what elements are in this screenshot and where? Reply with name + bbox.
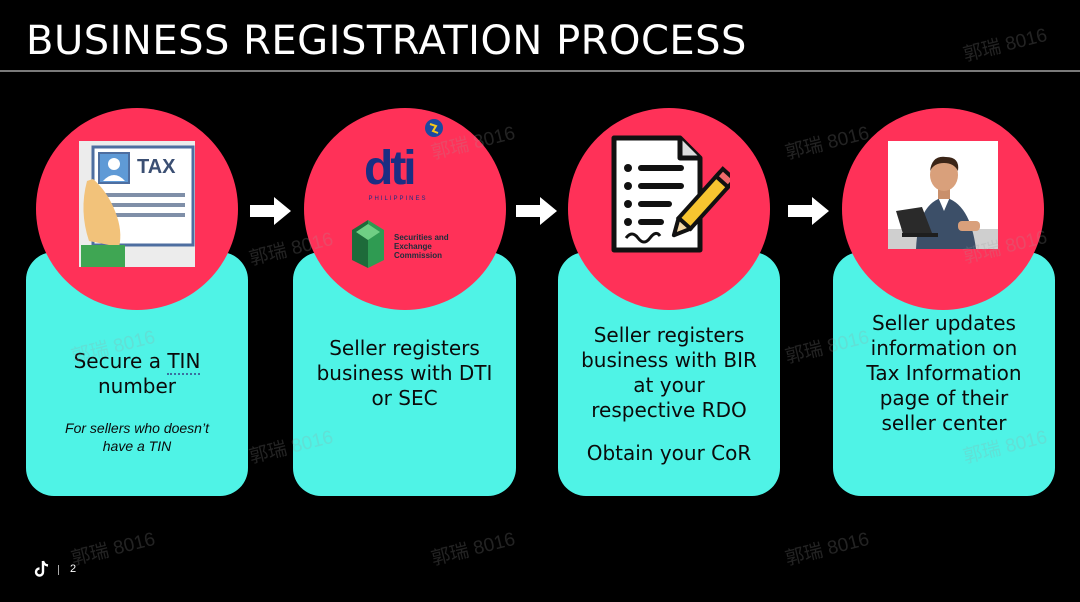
sec-line-1: Securities and (394, 233, 449, 242)
tiktok-logo-icon (34, 560, 49, 577)
sec-line-3: Commission (394, 251, 442, 260)
arrow-right-icon (788, 197, 829, 225)
page-title: BUSINESS REGISTRATION PROCESS (26, 18, 747, 64)
tax-id-card-icon: TAX (79, 141, 195, 267)
arrow-right-icon (516, 197, 557, 225)
person-laptop-icon (888, 141, 998, 249)
tax-label: TAX (137, 156, 176, 178)
dti-logo: dti (364, 142, 414, 195)
sec-line-2: Exchange (394, 242, 432, 251)
title-divider (0, 70, 1080, 72)
watermark: 郭瑞 8016 (69, 528, 158, 570)
dti-sec-logos-icon: dti PHILIPPINES Securities and Exchange … (346, 118, 456, 268)
document-pencil-icon (608, 134, 738, 254)
watermark: 郭瑞 8016 (783, 528, 872, 570)
step-2-circle (304, 108, 506, 310)
dti-subtitle: PHILIPPINES (368, 196, 427, 202)
step-3-extra: Obtain your CoR (586, 441, 752, 465)
tin-term: TIN (167, 349, 201, 375)
page-number: 2 (70, 563, 77, 575)
watermark: 郭瑞 8016 (429, 528, 518, 570)
footer-divider (58, 565, 59, 575)
watermark: 郭瑞 8016 (961, 24, 1050, 66)
arrow-right-icon (250, 197, 291, 225)
step-1-text: Secure a TIN number (73, 349, 201, 398)
